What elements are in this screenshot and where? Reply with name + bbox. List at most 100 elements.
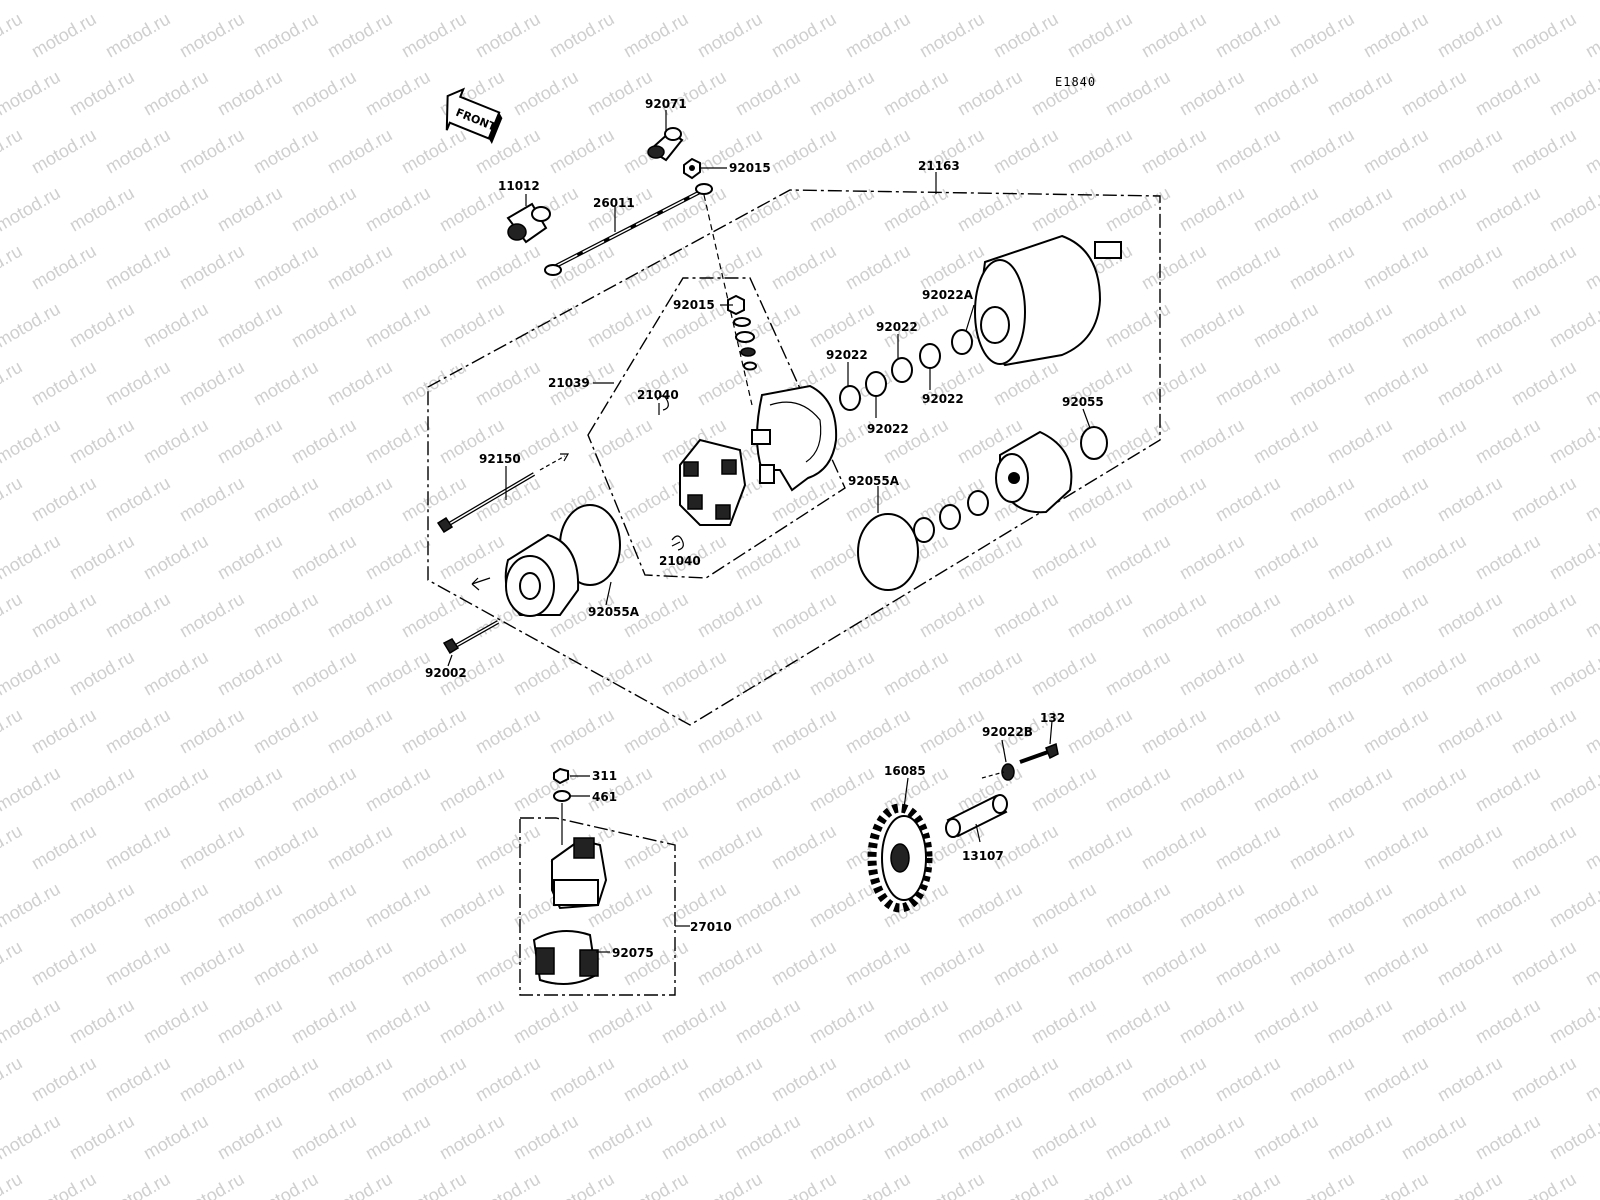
watermark-text: motod.ru <box>250 241 322 294</box>
watermark-text: motod.ru <box>1360 9 1432 62</box>
watermark-text: motod.ru <box>1508 821 1580 874</box>
watermark-text: motod.ru <box>1102 879 1174 932</box>
watermark-text: motod.ru <box>806 299 878 352</box>
label-92022B: 92022B <box>982 725 1033 739</box>
label-92071: 92071 <box>645 97 687 111</box>
washer-lower-1 <box>967 490 989 516</box>
watermark-text: motod.ru <box>1176 0 1248 3</box>
watermark-text: motod.ru <box>140 67 212 120</box>
watermark-text: motod.ru <box>694 1169 766 1200</box>
watermark-text: motod.ru <box>1176 763 1248 816</box>
watermark-text: motod.ru <box>66 299 138 352</box>
watermark-text: motod.ru <box>324 1169 396 1200</box>
watermark-text: motod.ru <box>1546 0 1600 3</box>
watermark-text: motod.ru <box>880 183 952 236</box>
watermark-text: motod.ru <box>324 589 396 642</box>
watermark-text: motod.ru <box>694 589 766 642</box>
watermark-text: motod.ru <box>0 531 64 584</box>
relay-cover-92075 <box>532 930 599 985</box>
watermark-text: motod.ru <box>1212 1053 1284 1106</box>
watermark-text: motod.ru <box>954 67 1026 120</box>
watermark-text: motod.ru <box>324 473 396 526</box>
watermark-text: motod.ru <box>1212 9 1284 62</box>
watermark-text: motod.ru <box>1138 1053 1210 1106</box>
watermark-text: motod.ru <box>954 531 1026 584</box>
label-26011: 26011 <box>593 196 635 210</box>
brush-holder-21040 <box>656 395 747 551</box>
label-21163: 21163 <box>918 159 960 173</box>
terminal-stack <box>703 194 757 406</box>
watermark-text: motod.ru <box>1508 1169 1580 1200</box>
watermark-text: motod.ru <box>1102 299 1174 352</box>
watermark-text: motod.ru <box>0 647 64 700</box>
watermark-text: motod.ru <box>1286 1169 1358 1200</box>
label-21040-bottom: 21040 <box>659 554 701 568</box>
bolt-92002 <box>442 620 499 655</box>
watermark-text: motod.ru <box>1324 647 1396 700</box>
watermark-text: motod.ru <box>214 879 286 932</box>
watermark-text: motod.ru <box>398 1053 470 1106</box>
watermark-text: motod.ru <box>1508 125 1580 178</box>
watermark-text: motod.ru <box>1176 647 1248 700</box>
watermark-text: motod.ru <box>324 705 396 758</box>
watermark-text: motod.ru <box>1064 473 1136 526</box>
watermark-text: motod.ru <box>954 1111 1026 1164</box>
watermark-text: motod.ru <box>1546 67 1600 120</box>
leader-lines <box>447 110 1091 953</box>
watermark-text: motod.ru <box>842 1169 914 1200</box>
watermark-text: motod.ru <box>28 589 100 642</box>
watermark-text: motod.ru <box>214 0 286 3</box>
watermark-text: motod.ru <box>842 705 914 758</box>
watermark-text: motod.ru <box>990 1169 1062 1200</box>
label-11012: 11012 <box>498 179 540 193</box>
watermark-text: motod.ru <box>694 9 766 62</box>
watermark-text: motod.ru <box>176 9 248 62</box>
watermark-text: motod.ru <box>584 0 656 3</box>
watermark-text: motod.ru <box>214 531 286 584</box>
watermark-text: motod.ru <box>66 879 138 932</box>
watermark-text: motod.ru <box>140 1111 212 1164</box>
watermark-text: motod.ru <box>1324 0 1396 3</box>
watermark-text: motod.ru <box>732 995 804 1048</box>
watermark-text: motod.ru <box>250 937 322 990</box>
watermark-text: motod.ru <box>288 67 360 120</box>
watermark-text: motod.ru <box>510 763 582 816</box>
watermark-text: motod.ru <box>288 647 360 700</box>
watermark-text: motod.ru <box>1546 183 1600 236</box>
watermark-text: motod.ru <box>954 879 1026 932</box>
watermark-text: motod.ru <box>140 415 212 468</box>
watermark-text: motod.ru <box>1250 995 1322 1048</box>
watermark-text: motod.ru <box>176 705 248 758</box>
label-16085: 16085 <box>884 764 926 778</box>
watermark-text: motod.ru <box>324 821 396 874</box>
watermark-text: motod.ru <box>842 1053 914 1106</box>
watermark-text: motod.ru <box>1064 9 1136 62</box>
watermark-text: motod.ru <box>250 1169 322 1200</box>
watermark-text: motod.ru <box>1138 937 1210 990</box>
watermark-text: motod.ru <box>1434 705 1506 758</box>
watermark-text: motod.ru <box>620 821 692 874</box>
watermark-text: motod.ru <box>1138 9 1210 62</box>
watermark-text: motod.ru <box>472 9 544 62</box>
watermark-text: motod.ru <box>362 0 434 3</box>
watermark-text: motod.ru <box>1546 995 1600 1048</box>
watermark-text: motod.ru <box>214 763 286 816</box>
watermark-text: motod.ru <box>1546 531 1600 584</box>
watermark-text: motod.ru <box>1324 415 1396 468</box>
watermark-text: motod.ru <box>732 183 804 236</box>
watermark-text: motod.ru <box>1028 183 1100 236</box>
watermark-text: motod.ru <box>0 763 64 816</box>
label-21039: 21039 <box>548 376 590 390</box>
label-92075: 92075 <box>612 946 654 960</box>
washer-lower-2 <box>939 504 961 530</box>
watermark-text: motod.ru <box>398 937 470 990</box>
watermark-text: motod.ru <box>620 241 692 294</box>
watermark-text: motod.ru <box>732 647 804 700</box>
watermark-text: motod.ru <box>990 1053 1062 1106</box>
watermark-text: motod.ru <box>806 1111 878 1164</box>
watermark-text: motod.ru <box>0 357 26 410</box>
watermark-text: motod.ru <box>1582 937 1600 990</box>
watermark-text: motod.ru <box>768 9 840 62</box>
watermark-text: motod.ru <box>0 821 26 874</box>
watermark-text: motod.ru <box>1582 589 1600 642</box>
